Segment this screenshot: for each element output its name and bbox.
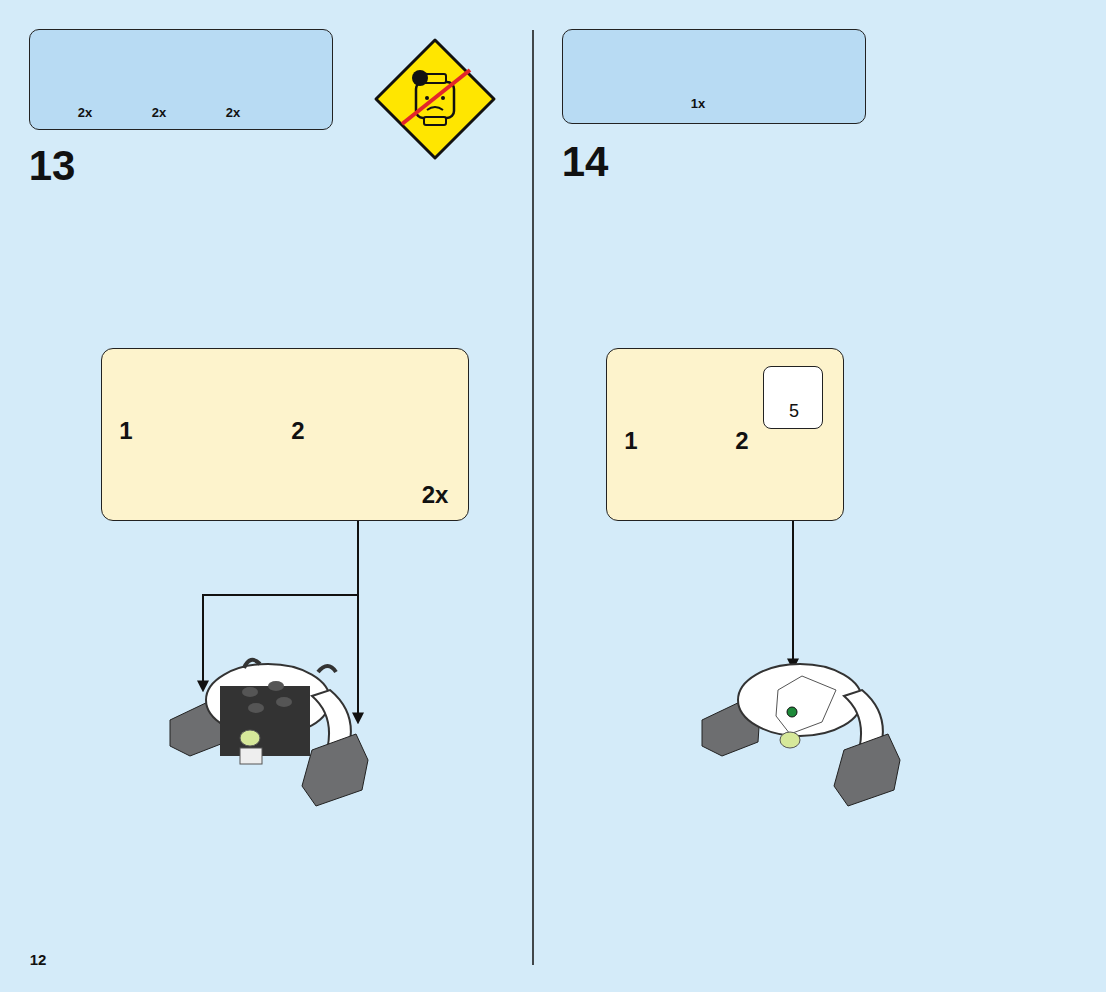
step-number: 13	[29, 145, 76, 187]
part-quantity: 2x	[78, 106, 92, 119]
part-quantity: 2x	[152, 106, 166, 119]
model-illustration	[702, 664, 900, 806]
callout-number: 2x	[422, 483, 449, 507]
callout-number: 2	[735, 429, 748, 453]
page-number: 12	[30, 952, 47, 967]
callout-connector	[793, 521, 794, 668]
substep-box: 1 2 5	[606, 348, 844, 521]
callout-number: 1	[624, 429, 637, 453]
callout-number: 1	[119, 419, 132, 443]
callout-number: 2	[291, 419, 304, 443]
part-quantity: 1x	[691, 97, 705, 110]
sticker-callout: 5	[763, 366, 823, 429]
substep-box: 1 2 2x	[101, 348, 469, 521]
page-divider	[532, 30, 534, 965]
warning-sign	[376, 40, 494, 158]
model-illustration	[170, 660, 368, 806]
sticker-number: 5	[789, 402, 799, 420]
step-number: 14	[562, 141, 609, 183]
parts-list-box: 1x	[562, 29, 866, 124]
parts-list-box: 2x 2x 2x	[29, 29, 333, 130]
part-quantity: 2x	[226, 106, 240, 119]
